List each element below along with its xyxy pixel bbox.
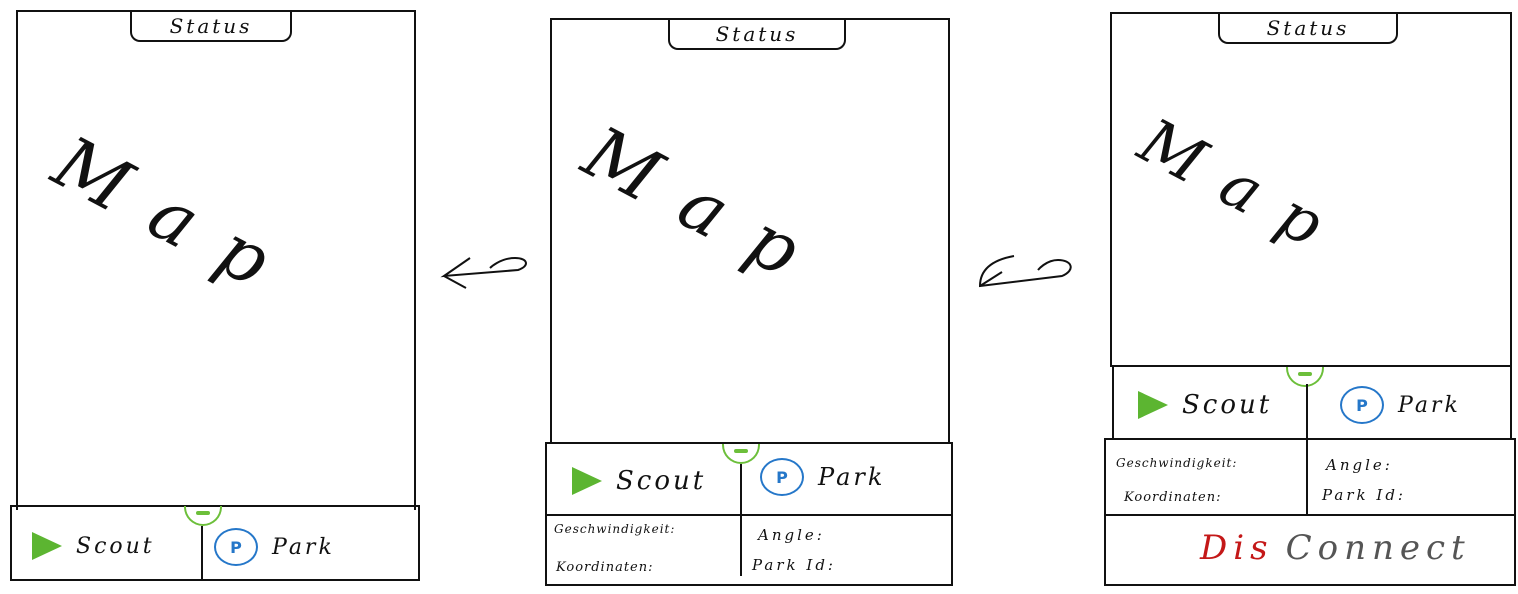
scout-button[interactable]: Scout [32,532,155,560]
scout-label: Scout [76,533,155,559]
scout-label: Scout [1182,390,1273,420]
sheet-divider [545,514,953,516]
scout-button[interactable]: Scout [1138,390,1272,420]
swap-arrow-icon [440,256,527,289]
map-area[interactable] [1110,12,1512,367]
park-icon: P [1340,386,1384,424]
connect-button[interactable]: Dis Connect [1200,528,1471,568]
angle-label: Angle: [1326,456,1393,474]
park-icon: P [760,458,804,496]
park-id-label: Park Id: [752,556,836,574]
status-label: Status [1266,16,1350,40]
status-bar: Status [1218,14,1398,44]
play-icon [572,467,602,495]
status-bar: Status [130,12,292,42]
park-button[interactable]: P Park [1340,386,1461,424]
button-divider [201,526,203,580]
drag-handle-icon[interactable] [1286,367,1324,387]
status-bar: Status [668,20,846,50]
scout-label: Scout [616,466,707,496]
park-button[interactable]: P Park [214,528,335,566]
play-icon [32,532,62,560]
speed-label: Geschwindigkeit: [1116,456,1238,470]
status-label: Status [715,22,799,46]
bottom-sheet[interactable] [545,442,953,586]
play-icon [1138,391,1168,419]
drag-handle-icon[interactable] [722,444,760,464]
park-id-label: Park Id: [1322,486,1406,504]
button-divider [740,464,742,576]
park-icon: P [214,528,258,566]
connect-label: Connect [1285,528,1471,568]
park-label: Park [818,463,886,491]
swap-arrow-icon [978,255,1072,288]
map-area[interactable] [550,18,950,444]
dis-label: Dis [1200,528,1274,568]
sheet-divider [1104,514,1516,516]
screen-collapsed: Status Map Scout P Park [0,0,440,594]
park-button[interactable]: P Park [760,458,885,496]
info-area [1104,438,1516,586]
status-label: Status [169,14,253,38]
map-area[interactable] [16,10,416,510]
park-label: Park [272,534,335,560]
angle-label: Angle: [758,526,825,544]
button-divider [1306,384,1308,514]
scout-button[interactable]: Scout [572,466,706,496]
coords-label: Koordinaten: [556,560,654,575]
map-label: Map [1127,104,1360,274]
park-label: Park [1398,392,1461,418]
coords-label: Koordinaten: [1124,490,1222,505]
map-label: Map [570,110,844,309]
button-row[interactable] [1112,365,1512,440]
speed-label: Geschwindigkeit: [554,522,676,536]
